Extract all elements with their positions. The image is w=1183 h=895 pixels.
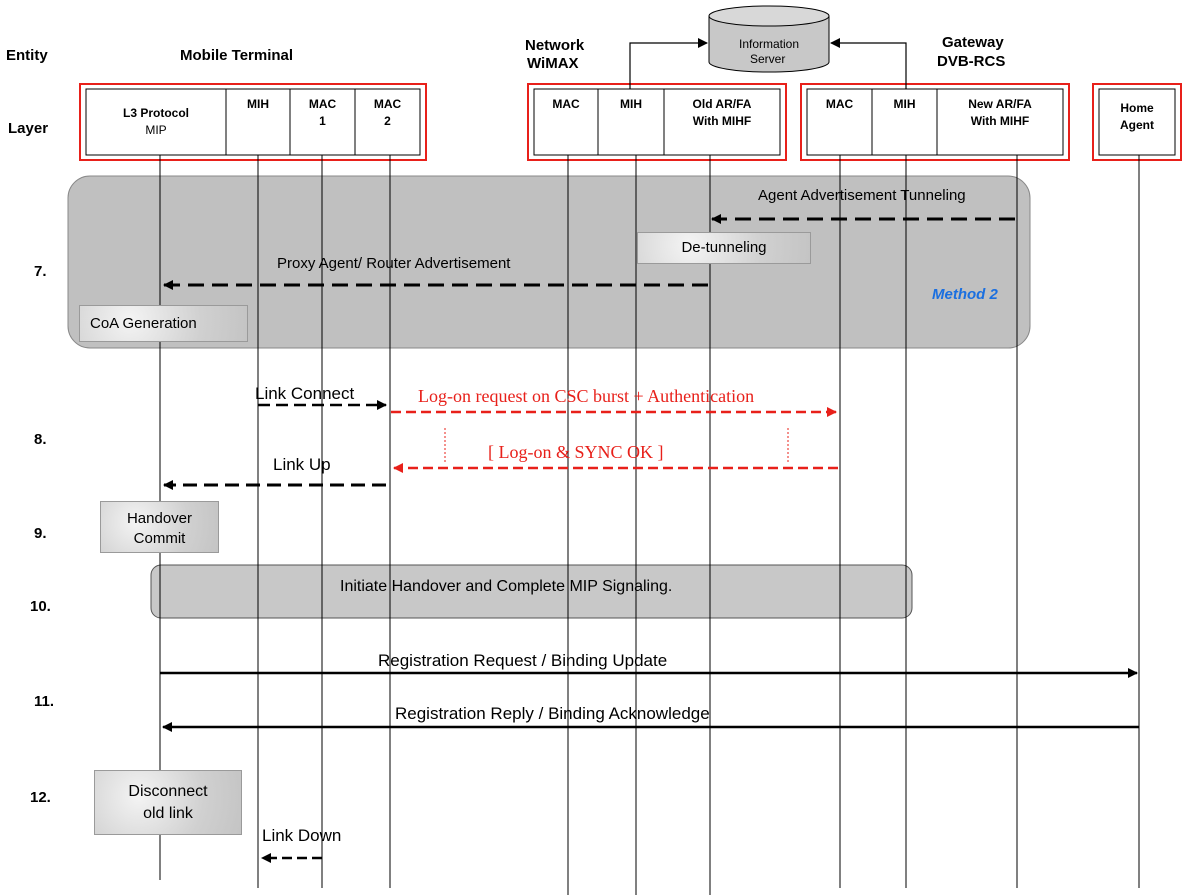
method2-label: Method 2 — [932, 286, 998, 303]
handover-commit-line1: Handover — [126, 510, 193, 527]
information-server-cylinder — [708, 5, 830, 73]
de-tunneling-label: De-tunneling — [681, 239, 767, 256]
disconnect-old-link-box: Disconnect old link — [94, 770, 242, 835]
cell-gw-mih — [871, 88, 938, 156]
handover-commit-box: Handover Commit — [100, 501, 219, 553]
layer-label: Layer — [8, 120, 49, 137]
logon-request-label: Log-on request on CSC burst + Authentica… — [418, 386, 755, 406]
cell-old-ar — [663, 88, 781, 156]
disconnect-line1: Disconnect — [128, 783, 208, 800]
cell-home-agent — [1098, 88, 1176, 156]
initiate-handover-label: Initiate Handover and Complete MIP Signa… — [340, 578, 673, 595]
wimax-to-server-connector — [629, 38, 708, 89]
link-down-label: Link Down — [262, 826, 342, 845]
step-11-label: 11. — [34, 693, 55, 710]
entity-label: Entity — [6, 47, 48, 64]
registration-request-label: Registration Request / Binding Update — [378, 651, 668, 670]
cell-wimax-mac — [533, 88, 599, 156]
cell-new-ar — [936, 88, 1064, 156]
info-server-label-1: Information — [739, 37, 800, 51]
network-wimax-title-1: Network — [525, 37, 585, 54]
gw-mih-label: MIH — [893, 97, 916, 111]
de-tunneling-box: De-tunneling — [637, 232, 811, 264]
step-8-label: 8. — [34, 431, 47, 448]
logon-sync-label: [ Log-on & SYNC OK ] — [488, 442, 664, 462]
step-7-label: 7. — [34, 263, 47, 280]
link-connect-label: Link Connect — [255, 384, 355, 403]
gateway-to-server-connector — [830, 38, 907, 89]
step-9-label: 9. — [34, 525, 47, 542]
gateway-title-1: Gateway — [942, 34, 1004, 51]
step-10-label: 10. — [30, 598, 51, 615]
l3-protocol-label: L3 Protocol MIP — [122, 106, 189, 137]
network-wimax-title-2: WiMAX — [527, 55, 579, 72]
cell-mac2 — [354, 88, 421, 156]
step-12-label: 12. — [30, 789, 51, 806]
coa-generation-label: CoA Generation — [90, 315, 197, 332]
wimax-mac-label: MAC — [552, 97, 580, 111]
cell-l3-protocol — [85, 88, 227, 156]
cell-gw-mac — [806, 88, 873, 156]
gw-mac-label: MAC — [825, 97, 854, 111]
mt-mih-label: MIH — [247, 97, 269, 111]
mobile-terminal-title: Mobile Terminal — [180, 47, 294, 64]
agent-adv-tunneling-label: Agent Advertisement Tunneling — [758, 187, 966, 204]
step10-group-box — [150, 564, 913, 619]
mobile-terminal-frame — [79, 83, 427, 161]
handover-commit-line2: Commit — [133, 530, 186, 547]
proxy-adv-label: Proxy Agent/ Router Advertisement — [277, 255, 511, 272]
gateway-frame — [800, 83, 1070, 161]
info-server-label-2: Server — [750, 52, 786, 66]
home-agent-frame — [1092, 83, 1182, 161]
coa-generation-box: CoA Generation — [79, 305, 248, 342]
wimax-mih-label: MIH — [620, 97, 642, 111]
registration-reply-label: Registration Reply / Binding Acknowledge — [395, 704, 710, 723]
gateway-title-2: DVB-RCS — [937, 53, 1006, 70]
disconnect-line2: old link — [143, 805, 193, 822]
link-up-label: Link Up — [273, 455, 331, 474]
network-wimax-frame — [527, 83, 787, 161]
